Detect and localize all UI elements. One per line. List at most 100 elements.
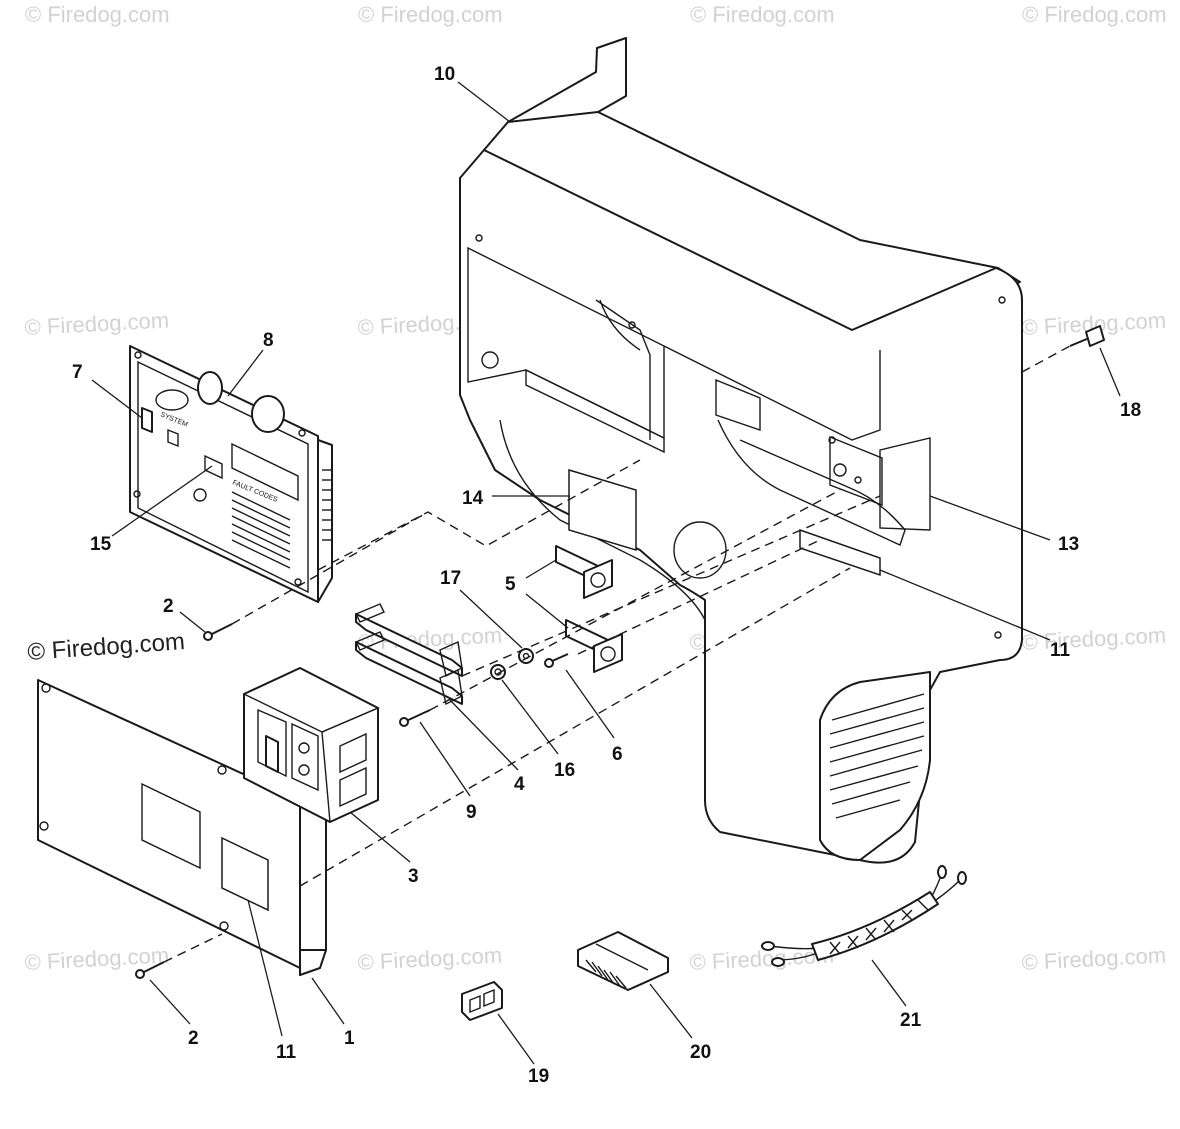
fault-codes-list (231, 491, 291, 569)
callout-5: 5 (505, 574, 516, 595)
callout-6: 6 (612, 744, 623, 765)
callout-10: 10 (434, 64, 455, 85)
cover-hole (219, 921, 229, 931)
leader-line (179, 611, 206, 633)
leader-line (525, 593, 569, 629)
harness-terminal (957, 871, 967, 885)
lug-screw (600, 646, 616, 662)
harness-wire (935, 879, 961, 901)
leader-line (501, 679, 559, 755)
housing-hole (628, 321, 636, 329)
leader-line (419, 721, 471, 797)
leader-line (349, 811, 411, 863)
main-housing (459, 37, 1023, 864)
bracket-lower-end (439, 668, 463, 706)
control-panel-knob (251, 395, 285, 433)
assembly-lines (163, 345, 1071, 963)
lug-screw (590, 572, 606, 588)
callout-7: 7 (72, 362, 83, 383)
breaker-terminal-right (339, 732, 367, 774)
breaker-handle (265, 735, 279, 773)
housing-label-11 (799, 528, 881, 577)
leader-line (497, 1013, 535, 1065)
assembly-line (461, 495, 881, 677)
indicator-window-15 (204, 454, 223, 480)
control-panel: FAULT CODES SYSTEM (129, 345, 333, 603)
breaker-side (321, 706, 379, 824)
control-panel-plate (129, 345, 319, 603)
breaker-terminal (291, 722, 319, 792)
panel-hole (133, 490, 141, 498)
housing-shelf (663, 345, 881, 441)
leader-line (91, 379, 143, 419)
callout-20: 20 (690, 1042, 711, 1063)
harness-terminal (761, 941, 775, 951)
cover-hole (41, 683, 51, 693)
assembly-line (163, 933, 223, 963)
connector-multi-pin (577, 931, 669, 991)
screw-2-upper-head (203, 631, 213, 641)
housing-hole (998, 296, 1006, 304)
control-panel-display (231, 442, 299, 502)
callout-9: 9 (466, 802, 477, 823)
assembly-line (429, 489, 841, 711)
connector-pins (322, 469, 332, 541)
harness-braided-sleeve (811, 891, 939, 961)
cover-label-11 (221, 836, 269, 912)
harness-terminal (937, 865, 947, 879)
bracket-lower-tab (355, 631, 385, 651)
housing-switch-recess (829, 435, 883, 507)
bracket-upper-end (439, 640, 463, 678)
callout-2-upper: 2 (163, 596, 174, 617)
housing-round-port (673, 521, 727, 579)
callout-21: 21 (900, 1010, 922, 1031)
panel-hole (298, 429, 306, 437)
callout-13: 13 (1058, 534, 1079, 555)
callout-19: 19 (528, 1066, 549, 1087)
watermark: © Firedog.com (690, 2, 835, 27)
cover-hole (217, 765, 227, 775)
leader-line (871, 959, 907, 1007)
callout-1: 1 (344, 1028, 355, 1049)
cover-hole (39, 821, 49, 831)
watermark: © Firedog.com (358, 2, 503, 27)
vent-slats (829, 693, 925, 819)
leader-line (227, 349, 264, 397)
watermark: © Firedog.com (1021, 942, 1167, 975)
cover-cutout (141, 782, 201, 870)
watermark-prominent: © Firedog.com (27, 628, 186, 666)
housing-channel (717, 419, 906, 546)
leader-line (879, 569, 1051, 641)
watermark: © Firedog.com (24, 307, 170, 340)
assembly-line (317, 459, 641, 571)
callout-18: 18 (1120, 400, 1141, 421)
lug-block-upper (583, 559, 613, 599)
leader-line (149, 979, 191, 1025)
assembly-line (231, 511, 429, 625)
wire-harness (761, 865, 967, 967)
mounting-brackets (355, 603, 463, 706)
switch-window (167, 428, 179, 448)
cover-panel-tab (299, 949, 327, 976)
callout-3: 3 (408, 866, 419, 887)
terminal-lugs (555, 545, 623, 673)
leader-line (449, 699, 519, 771)
leader-line (525, 559, 557, 579)
callout-14: 14 (462, 488, 484, 509)
leader-line (311, 977, 345, 1025)
panel-led (193, 488, 207, 502)
bolt-18-head (1085, 325, 1105, 347)
housing-right-opening (879, 437, 931, 531)
circuit-breaker (242, 667, 380, 824)
callout-11-housing: 11 (1050, 640, 1071, 661)
housing-grommet (481, 351, 499, 369)
panel-logo-oval (155, 389, 189, 411)
housing-interior-wall (595, 299, 651, 440)
watermark: © Firedog.com (25, 2, 170, 27)
housing-side-slot (715, 378, 761, 431)
leader-line (457, 81, 511, 123)
breaker-screw (298, 742, 310, 754)
hex-nut-16 (490, 664, 506, 680)
housing-hole (994, 631, 1002, 639)
